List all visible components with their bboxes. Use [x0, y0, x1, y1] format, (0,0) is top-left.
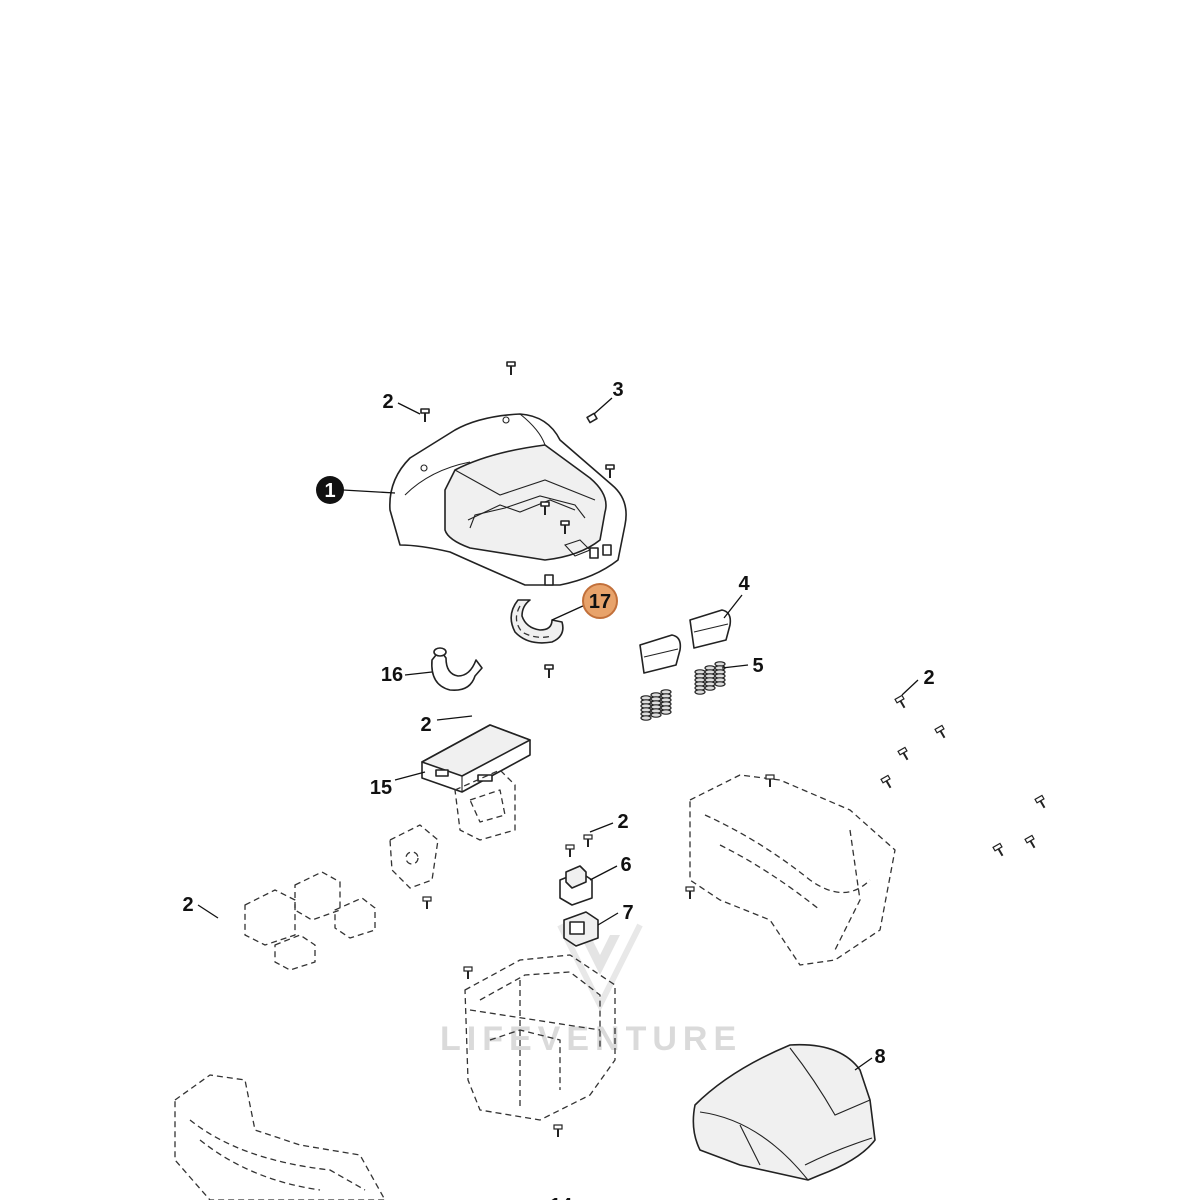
callout-2-label: 2 [382, 391, 393, 413]
callout-16-label: 16 [381, 664, 403, 686]
watermark-text: LIFEVENTURE [440, 1020, 742, 1058]
callout-6-label: 6 [620, 854, 631, 876]
screw-icon [586, 412, 598, 424]
screw-icon [880, 774, 892, 789]
screw-icon [463, 966, 473, 979]
callout-5: 5 [752, 655, 763, 677]
part-8-cover [692, 1043, 876, 1181]
callout-17-highlighted[interactable]: 17 [582, 583, 618, 619]
screw-group-right [422, 694, 1046, 1137]
callout-5-label: 5 [752, 655, 763, 677]
callout-2-label: 2 [182, 894, 193, 916]
spring-icon [694, 669, 706, 695]
callout-1-label: 1 [324, 480, 335, 502]
ref-bracket-left-b [389, 824, 439, 889]
screw-icon [992, 842, 1004, 857]
screw-icon [894, 694, 906, 709]
spring-icon [640, 695, 652, 721]
screw-icon [540, 501, 550, 515]
spring-icon [714, 661, 726, 687]
ref-lower-left-chassis [174, 1074, 386, 1200]
callout-15: 15 [370, 777, 392, 799]
callout-16: 16 [381, 664, 403, 686]
callout-2-label: 2 [923, 667, 934, 689]
callout-3-label: 3 [612, 379, 623, 401]
spring-icon [704, 665, 716, 691]
part-17-handle [510, 599, 564, 644]
leader-lines [197, 397, 919, 1071]
callout-2-label: 2 [617, 811, 628, 833]
part-15-module-box [421, 724, 531, 793]
screw-icon [544, 664, 554, 678]
spring-icon [650, 692, 662, 718]
screw-icon [583, 834, 593, 847]
screw-icon [897, 746, 909, 761]
screw-icon [553, 1124, 563, 1137]
part-4-caps [639, 609, 732, 674]
ref-center-chassis [464, 954, 616, 1121]
callout-8-label: 8 [874, 1046, 885, 1068]
screw-icon [565, 844, 575, 857]
screw-icon [560, 520, 570, 534]
screw-icon [765, 774, 775, 787]
callout-1: 1 [316, 476, 344, 504]
callout-17-label: 17 [589, 591, 611, 613]
ref-bracket-left-a [454, 769, 516, 841]
screw-group-top [420, 361, 615, 678]
screw-icon [605, 464, 615, 478]
callout-14-label: 14 [550, 1195, 573, 1200]
part-6-connector [559, 865, 593, 906]
screw-icon [1034, 794, 1046, 809]
part-7-connector [563, 911, 599, 947]
screw-icon [1024, 834, 1036, 849]
screw-icon [934, 724, 946, 739]
ref-right-chassis [689, 774, 896, 966]
screw-icon [685, 886, 695, 899]
callout-2-label: 2 [420, 714, 431, 736]
callout-14: 14 [550, 1195, 573, 1200]
callout-4: 4 [738, 573, 750, 595]
callout-2: 2 2 2 2 2 [182, 391, 934, 916]
screw-icon [422, 896, 432, 909]
callout-6: 6 [620, 854, 631, 876]
callout-7: 7 [622, 902, 633, 924]
callout-8: 8 [874, 1046, 885, 1068]
part-1-top-housing [389, 413, 627, 586]
callout-4-label: 4 [738, 573, 750, 595]
callout-7-label: 7 [622, 902, 633, 924]
spring-icon [660, 689, 672, 715]
ref-connector-row [244, 871, 376, 971]
watermark: LIFEVENTURE [440, 923, 742, 1058]
callout-3: 3 [612, 379, 623, 401]
part-5-springs [640, 661, 726, 721]
screw-icon [420, 408, 430, 422]
screw-icon [506, 361, 516, 375]
callout-15-label: 15 [370, 777, 392, 799]
part-16-u-handle [431, 647, 483, 692]
